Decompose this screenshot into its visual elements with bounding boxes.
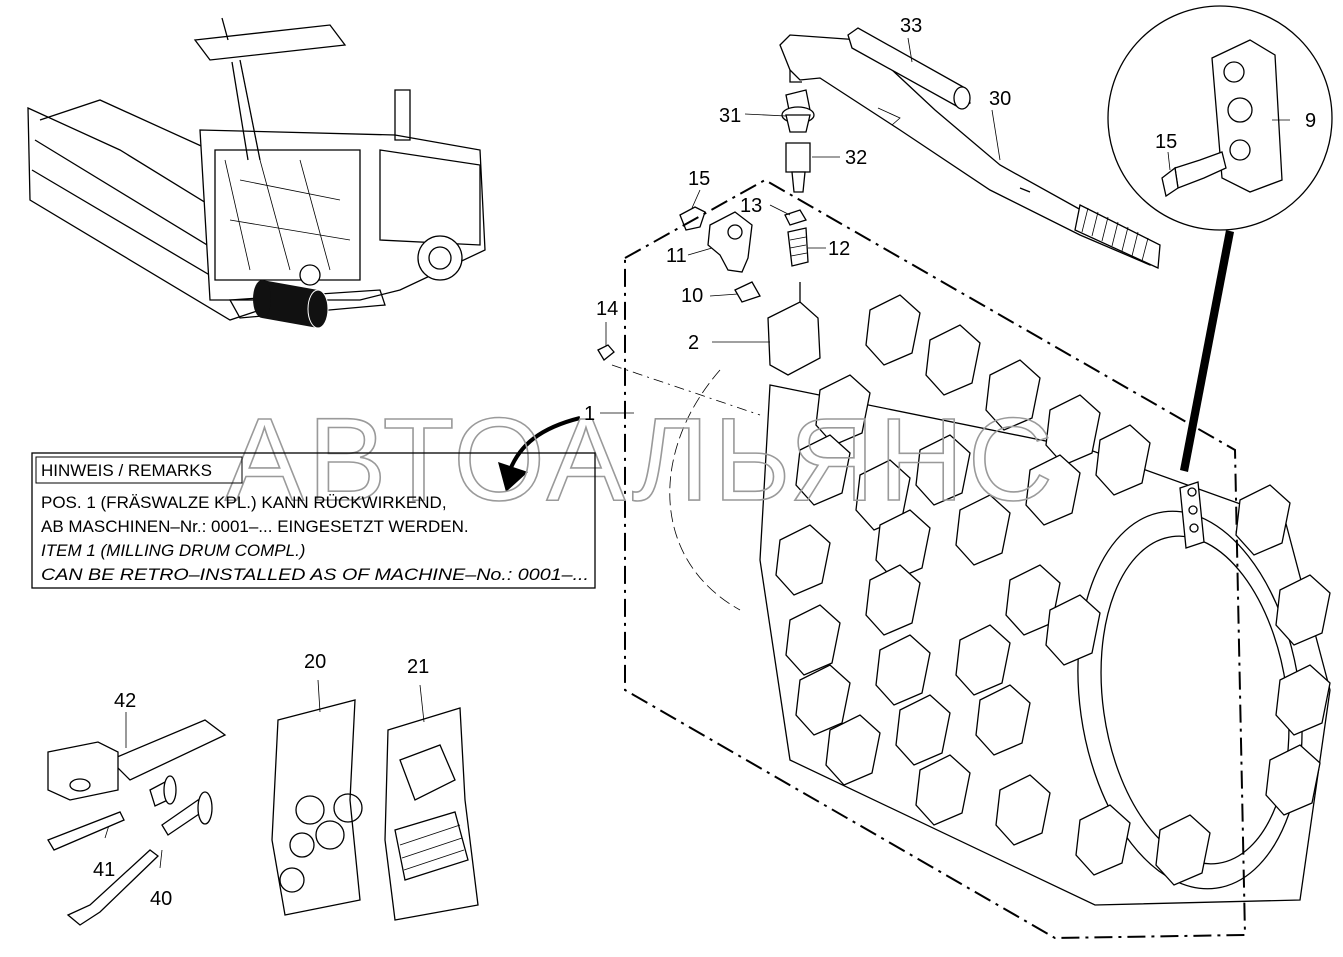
cutting-pick-holders [775,294,1331,886]
callout-9: 9 [1305,110,1316,132]
parts-kits [271,699,479,921]
callout-12: 12 [828,238,850,260]
pick-holder-parts [597,206,821,376]
detail-circle [1107,5,1333,472]
callout-15-detail: 15 [1155,131,1177,153]
leader-lines [104,37,1290,869]
callout-13: 13 [740,195,762,217]
callout-15-holder: 15 [688,168,710,190]
callout-20: 20 [304,651,326,673]
callout-14: 14 [596,298,618,320]
remarks-box: HINWEIS / REMARKS POS. 1 (FRÄSWALZE KPL.… [31,452,596,589]
callout-2: 2 [688,332,699,354]
milling-drum-highlight [253,280,329,329]
remarks-line-en-1: ITEM 1 (MILLING DRUM COMPL.) [41,541,305,560]
callout-31: 31 [719,105,741,127]
remarks-title: HINWEIS / REMARKS [41,461,212,480]
callout-1: 1 [584,403,595,425]
curved-arrow [498,416,581,492]
callout-42: 42 [114,690,136,712]
callout-41: 41 [93,859,115,881]
machine-overview-drawing [27,17,486,329]
callout-30: 30 [989,88,1011,110]
callout-33: 33 [900,15,922,37]
callout-10: 10 [681,285,703,307]
remarks-line-en-2: CAN BE RETRO–INSTALLED AS OF MACHINE–No.… [41,565,589,584]
callout-32: 32 [845,147,867,169]
torque-wrench-drawing [779,27,1161,269]
callout-labels: 1 2 9 10 11 12 13 14 15 15 20 21 30 31 3… [93,15,1316,910]
callout-40: 40 [150,888,172,910]
hammer-and-tools [47,719,227,926]
callout-21: 21 [407,656,429,678]
watermark-text: АВТОАЛЬЯНС [225,394,1057,526]
remarks-line-de-1: POS. 1 (FRÄSWALZE KPL.) KANN RÜCKWIRKEND… [41,493,447,512]
remarks-line-de-2: AB MASCHINEN–Nr.: 0001–... EINGESETZT WE… [41,517,469,536]
milling-drum-assembly [624,178,1331,940]
callout-11: 11 [666,245,687,267]
socket-adapter-drawing [781,89,815,193]
